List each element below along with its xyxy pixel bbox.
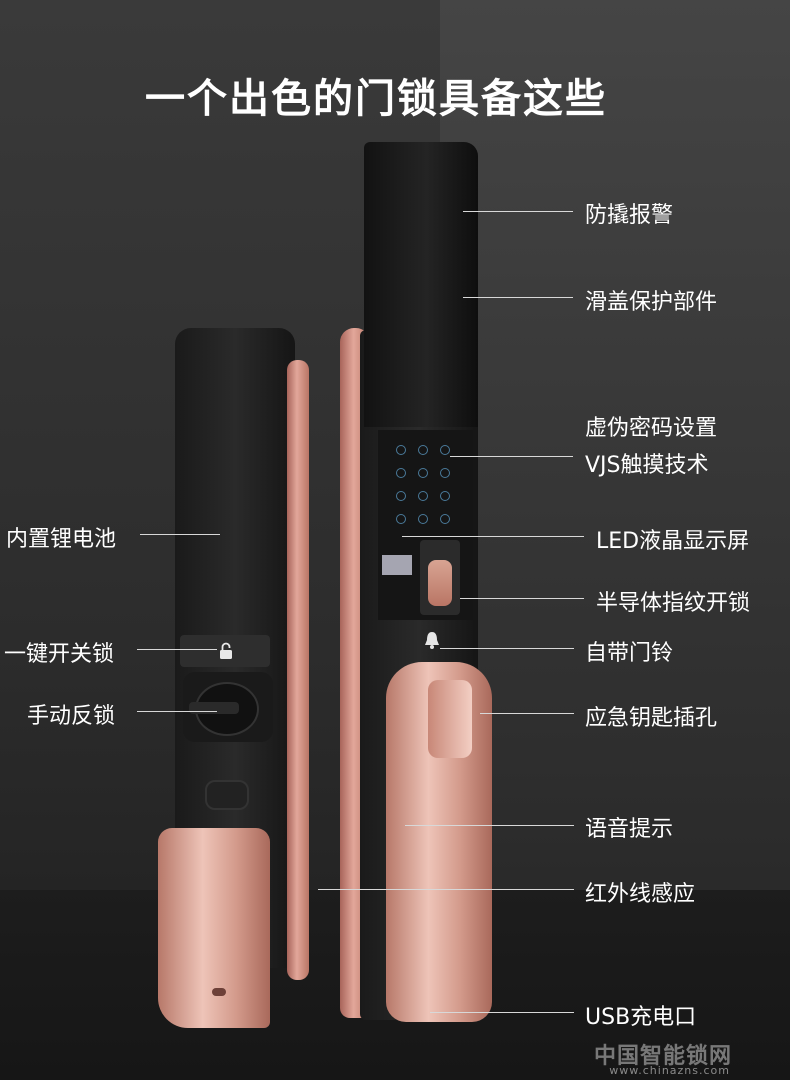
label-one-key-lock: 一键开关锁 (4, 642, 115, 667)
label-slide-cover: 滑盖保护部件 (585, 290, 718, 315)
emergency-key-cover (428, 680, 472, 758)
callout-line-manual (137, 711, 217, 712)
keypad-key (418, 468, 428, 478)
label-battery: 内置锂电池 (6, 527, 117, 552)
callout-line-led (402, 536, 584, 537)
keypad-key (440, 491, 450, 501)
callout-line-anti-tamper (463, 211, 573, 212)
label-doorbell: 自带门铃 (585, 641, 674, 666)
label-usb: USB充电口 (585, 1005, 697, 1030)
label-voice: 语音提示 (585, 817, 674, 842)
watermark-brand: 中国智能锁网 (593, 1044, 732, 1069)
label-manual-lock: 手动反锁 (27, 704, 116, 729)
callout-line-emergency (480, 713, 574, 714)
label-anti-tamper: 防撬报警 (585, 203, 674, 228)
keypad-key (418, 514, 428, 524)
inner-lock-handle (158, 828, 270, 1028)
callout-line-usb (430, 1012, 574, 1013)
callout-line-doorbell (440, 648, 574, 649)
label-fake-password: 虚伪密码设置 (585, 416, 718, 441)
label-touch-tech: VJS触摸技术 (585, 453, 709, 478)
keypad-key (440, 468, 450, 478)
callout-line-infrared (318, 889, 574, 890)
secondary-knob (205, 780, 249, 810)
manual-lock-knob-housing (183, 672, 273, 742)
label-fingerprint: 半导体指纹开锁 (596, 591, 751, 616)
one-key-lock-button (180, 635, 270, 667)
callout-line-battery (140, 534, 220, 535)
callout-line-touch (450, 456, 573, 457)
padlock-icon (220, 642, 232, 659)
inner-handle-hole (212, 988, 226, 996)
page-title: 一个出色的门锁具备这些 (145, 76, 607, 122)
keypad-key (396, 445, 406, 455)
label-infrared: 红外线感应 (585, 882, 696, 907)
fingerprint-sensor (428, 560, 452, 606)
keypad-key (440, 514, 450, 524)
fingerprint-module (420, 540, 460, 615)
knob-handle (189, 702, 239, 714)
keypad-key (440, 445, 450, 455)
keypad-key (396, 514, 406, 524)
keypad-key (396, 468, 406, 478)
led-screen (382, 555, 412, 575)
slide-cover (364, 142, 478, 427)
label-emergency-key: 应急钥匙插孔 (585, 706, 718, 731)
keypad-key (396, 491, 406, 501)
callout-line-one-key (137, 649, 217, 650)
keypad-key (418, 491, 428, 501)
touch-keypad-panel (378, 430, 473, 620)
keypad-key (418, 445, 428, 455)
label-led-screen: LED液晶显示屏 (596, 529, 750, 554)
inner-lock-rose-trim (287, 360, 309, 980)
callout-line-slide-cover (463, 297, 573, 298)
callout-line-fingerprint (460, 598, 584, 599)
bell-icon (425, 632, 439, 649)
callout-line-voice (405, 825, 574, 826)
watermark-url: www.chinazns.com (609, 1064, 730, 1077)
